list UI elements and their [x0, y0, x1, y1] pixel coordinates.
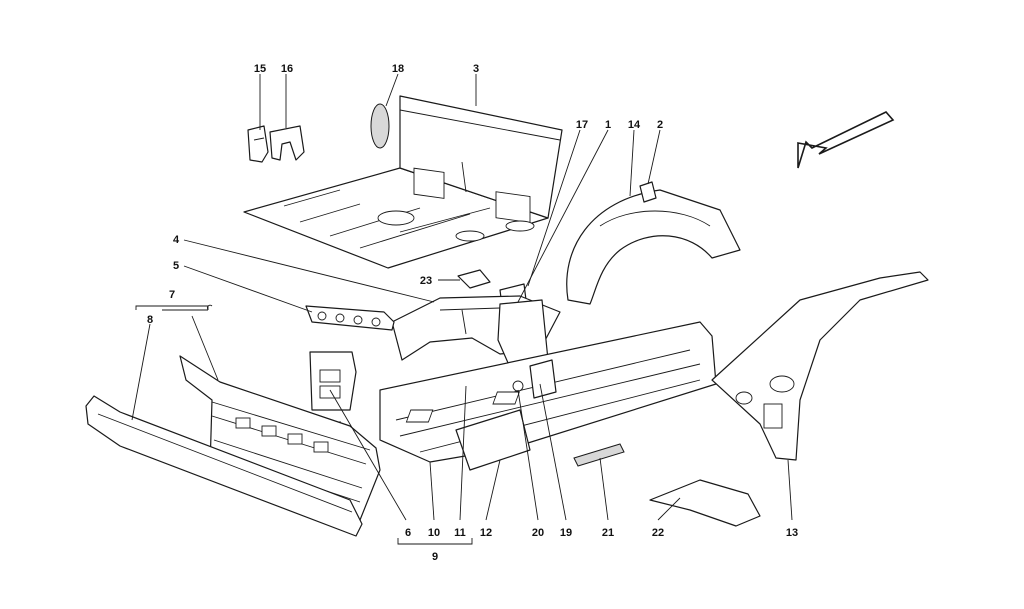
- part-15-bracket: [247, 125, 269, 163]
- part-21-strip: [573, 443, 625, 467]
- part-16-bracket: [269, 125, 305, 161]
- callout-10: 10: [428, 527, 440, 539]
- part-7-front-crossmember: [179, 355, 381, 521]
- part-22-bracket: [649, 479, 761, 527]
- callout-19: 19: [560, 527, 572, 539]
- part-14-wheel-arch: [566, 189, 741, 305]
- callout-15: 15: [254, 63, 266, 75]
- part-19-plate: [529, 359, 557, 399]
- callout-1: 1: [605, 119, 611, 131]
- callout-labels: 15 16 18 3 17 1 14 2 4 5 23 7 8 6 10 11 …: [147, 63, 798, 563]
- part-23-bracket: [457, 269, 491, 289]
- direction-arrow-icon: [797, 111, 895, 169]
- callout-17: 17: [576, 119, 588, 131]
- callout-18: 18: [392, 63, 404, 75]
- callout-14: 14: [628, 119, 641, 131]
- callout-22: 22: [652, 527, 664, 539]
- callout-5: 5: [173, 260, 179, 272]
- part-3-floor-panel: [243, 95, 563, 269]
- callout-23: 23: [420, 275, 432, 287]
- callout-8: 8: [147, 314, 153, 326]
- part-8-bumper-beam: [85, 395, 363, 537]
- callout-12: 12: [480, 527, 492, 539]
- callout-16: 16: [281, 63, 293, 75]
- callout-4: 4: [173, 234, 180, 246]
- part-20-nut: [512, 380, 524, 392]
- part-6-bracket: [309, 351, 357, 411]
- part-13-side-panel: [711, 271, 929, 461]
- leader-lines: [131, 73, 793, 545]
- callout-21: 21: [602, 527, 614, 539]
- callout-2: 2: [657, 119, 663, 131]
- callout-9: 9: [432, 551, 438, 563]
- part-5-perforated-member: [305, 305, 395, 331]
- callout-3: 3: [473, 63, 479, 75]
- callout-13: 13: [786, 527, 798, 539]
- callout-7: 7: [169, 289, 175, 301]
- part-18-plug: [370, 103, 390, 149]
- callout-6: 6: [405, 527, 411, 539]
- callout-20: 20: [532, 527, 544, 539]
- callout-11: 11: [454, 527, 466, 539]
